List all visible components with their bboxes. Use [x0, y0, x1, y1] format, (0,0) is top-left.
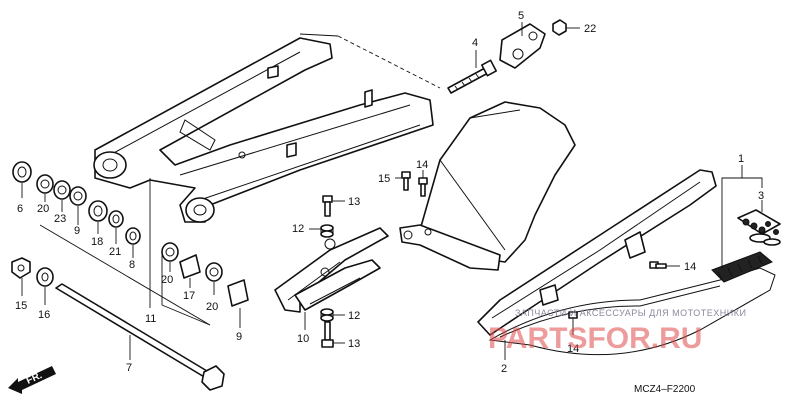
callout-3: 3: [758, 190, 764, 202]
bolt-13-upper: [322, 195, 333, 217]
pivot-nut: [11, 257, 31, 279]
reference-lines: [299, 33, 441, 89]
callout-10: 10: [297, 333, 309, 345]
callout-21: 21: [109, 246, 121, 258]
callout-22: 22: [584, 23, 596, 35]
pivot-washer: [36, 267, 54, 287]
collar-12-upper: [320, 224, 334, 238]
callout-18: 17: [183, 290, 195, 302]
callout-23: 23: [54, 213, 66, 225]
callout-20: 20: [161, 274, 173, 286]
callout-12: 12: [292, 223, 304, 235]
chain-slider: [274, 227, 389, 313]
bolt-14-case: [649, 261, 667, 269]
leader-lines: [21, 22, 763, 360]
callout-1: 1: [738, 153, 744, 165]
bearing-stack-right: [161, 242, 249, 307]
callout-8: 8: [129, 259, 135, 271]
rear-fender: [399, 101, 576, 271]
callout-15: 15: [378, 173, 390, 185]
front-direction-arrow: FR.: [8, 366, 56, 394]
swingarm: [93, 37, 434, 223]
callout-16: 15: [15, 300, 27, 312]
callout-20: 20: [37, 203, 49, 215]
figure-code: MCZ4–F2200: [634, 384, 696, 395]
callout-7: 7: [126, 362, 132, 374]
watermark: ЗАПЧАСТИ И АКСЕССУАРЫ ДЛЯ МОТОТЕХНИКИ PA…: [488, 308, 746, 355]
callout-2: 2: [501, 363, 507, 375]
master-link-kit: [737, 209, 781, 246]
callout-6: 6: [17, 203, 23, 215]
pivot-bolt: [55, 283, 225, 391]
callout-4: 4: [472, 37, 478, 49]
bolt-14-fender: [418, 177, 428, 197]
callout-9: 9: [236, 331, 242, 343]
callout-14: 14: [416, 159, 428, 171]
callout-13: 13: [348, 196, 360, 208]
callout-17: 16: [38, 309, 50, 321]
callout-12: 12: [348, 310, 360, 322]
callouts: 6 20 23 9 18 21 8 11 20 17 20 9 15 16 7 …: [15, 10, 764, 375]
callout-11: 11: [145, 313, 156, 325]
watermark-tagline: ЗАПЧАСТИ И АКСЕССУАРЫ ДЛЯ МОТОТЕХНИКИ: [515, 308, 746, 318]
callout-5: 5: [518, 10, 524, 22]
drive-chain: [488, 251, 776, 356]
bolt-15: [401, 171, 411, 191]
watermark-logo: PARTSFOR.RU: [488, 322, 702, 355]
adjuster-plate: [499, 23, 546, 69]
callout-14: 14: [567, 343, 579, 355]
callout-19: 18: [91, 236, 103, 248]
callout-20: 20: [206, 301, 218, 313]
nut: [552, 19, 567, 36]
callout-9: 9: [74, 225, 80, 237]
callout-13: 13: [348, 338, 360, 350]
chain-case: [477, 169, 717, 336]
adjuster-bolt: [447, 59, 498, 94]
bearing-stack-left: [12, 161, 141, 245]
callout-14: 14: [684, 261, 696, 273]
bolt-13-lower: [321, 321, 334, 348]
collar-12-lower: [320, 308, 334, 322]
